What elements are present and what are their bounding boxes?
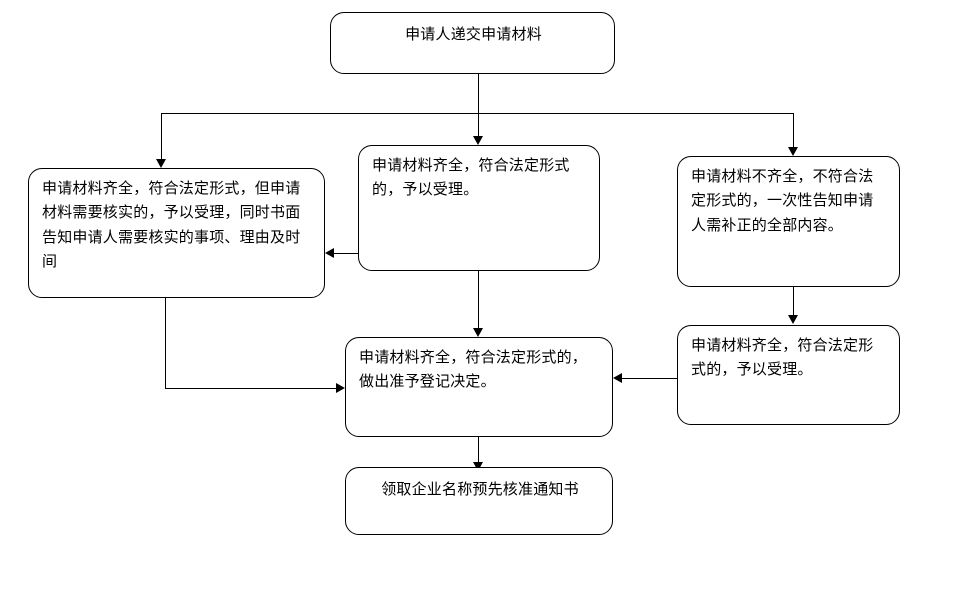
- arrowhead-verify-to-register: [336, 383, 345, 393]
- edge-verify-to-register-vertical: [165, 298, 166, 388]
- arrowhead-register-to-receive: [473, 462, 483, 471]
- edge-split-bus: [161, 113, 794, 114]
- edge-verify-to-register-horizontal: [165, 388, 337, 389]
- arrowhead-submit-to-verify: [156, 159, 166, 168]
- edge-register-to-receive: [478, 437, 479, 467]
- node-complete-accept-after-correction[interactable]: 申请材料齐全，符合法定形式的，予以受理。: [677, 325, 900, 425]
- node-approve-registration-decision[interactable]: 申请材料齐全，符合法定形式的，做出准予登记决定。: [345, 337, 613, 437]
- arrowhead-incomplete-to-accept2: [788, 315, 798, 324]
- edge-incomplete-to-accept2: [793, 287, 794, 317]
- node-submit-application[interactable]: 申请人递交申请材料: [330, 12, 615, 74]
- node-incomplete-notify-corrections[interactable]: 申请材料不齐全，不符合法定形式的，一次性告知申请人需补正的全部内容。: [677, 156, 900, 287]
- node-receive-preapproval-notice[interactable]: 领取企业名称预先核准通知书: [345, 467, 613, 535]
- node-complete-accept[interactable]: 申请材料齐全，符合法定形式的，予以受理。: [358, 145, 600, 271]
- arrowhead-accept-to-register: [473, 328, 483, 337]
- arrowhead-accept-to-verify: [325, 248, 334, 258]
- arrowhead-submit-to-incomplete: [788, 147, 798, 156]
- edge-accept-to-verify: [334, 253, 358, 254]
- edge-accept-to-register: [478, 271, 479, 330]
- edge-submit-to-verify: [161, 113, 162, 161]
- edge-submit-trunk: [478, 74, 479, 113]
- edge-submit-to-accept: [478, 113, 479, 139]
- edge-submit-to-incomplete: [793, 113, 794, 150]
- arrowhead-submit-to-accept: [473, 136, 483, 145]
- node-complete-needs-verification[interactable]: 申请材料齐全，符合法定形式，但申请材料需要核实的，予以受理，同时书面告知申请人需…: [28, 168, 325, 298]
- edge-accept2-to-register: [622, 378, 677, 379]
- arrowhead-accept2-to-register: [613, 373, 622, 383]
